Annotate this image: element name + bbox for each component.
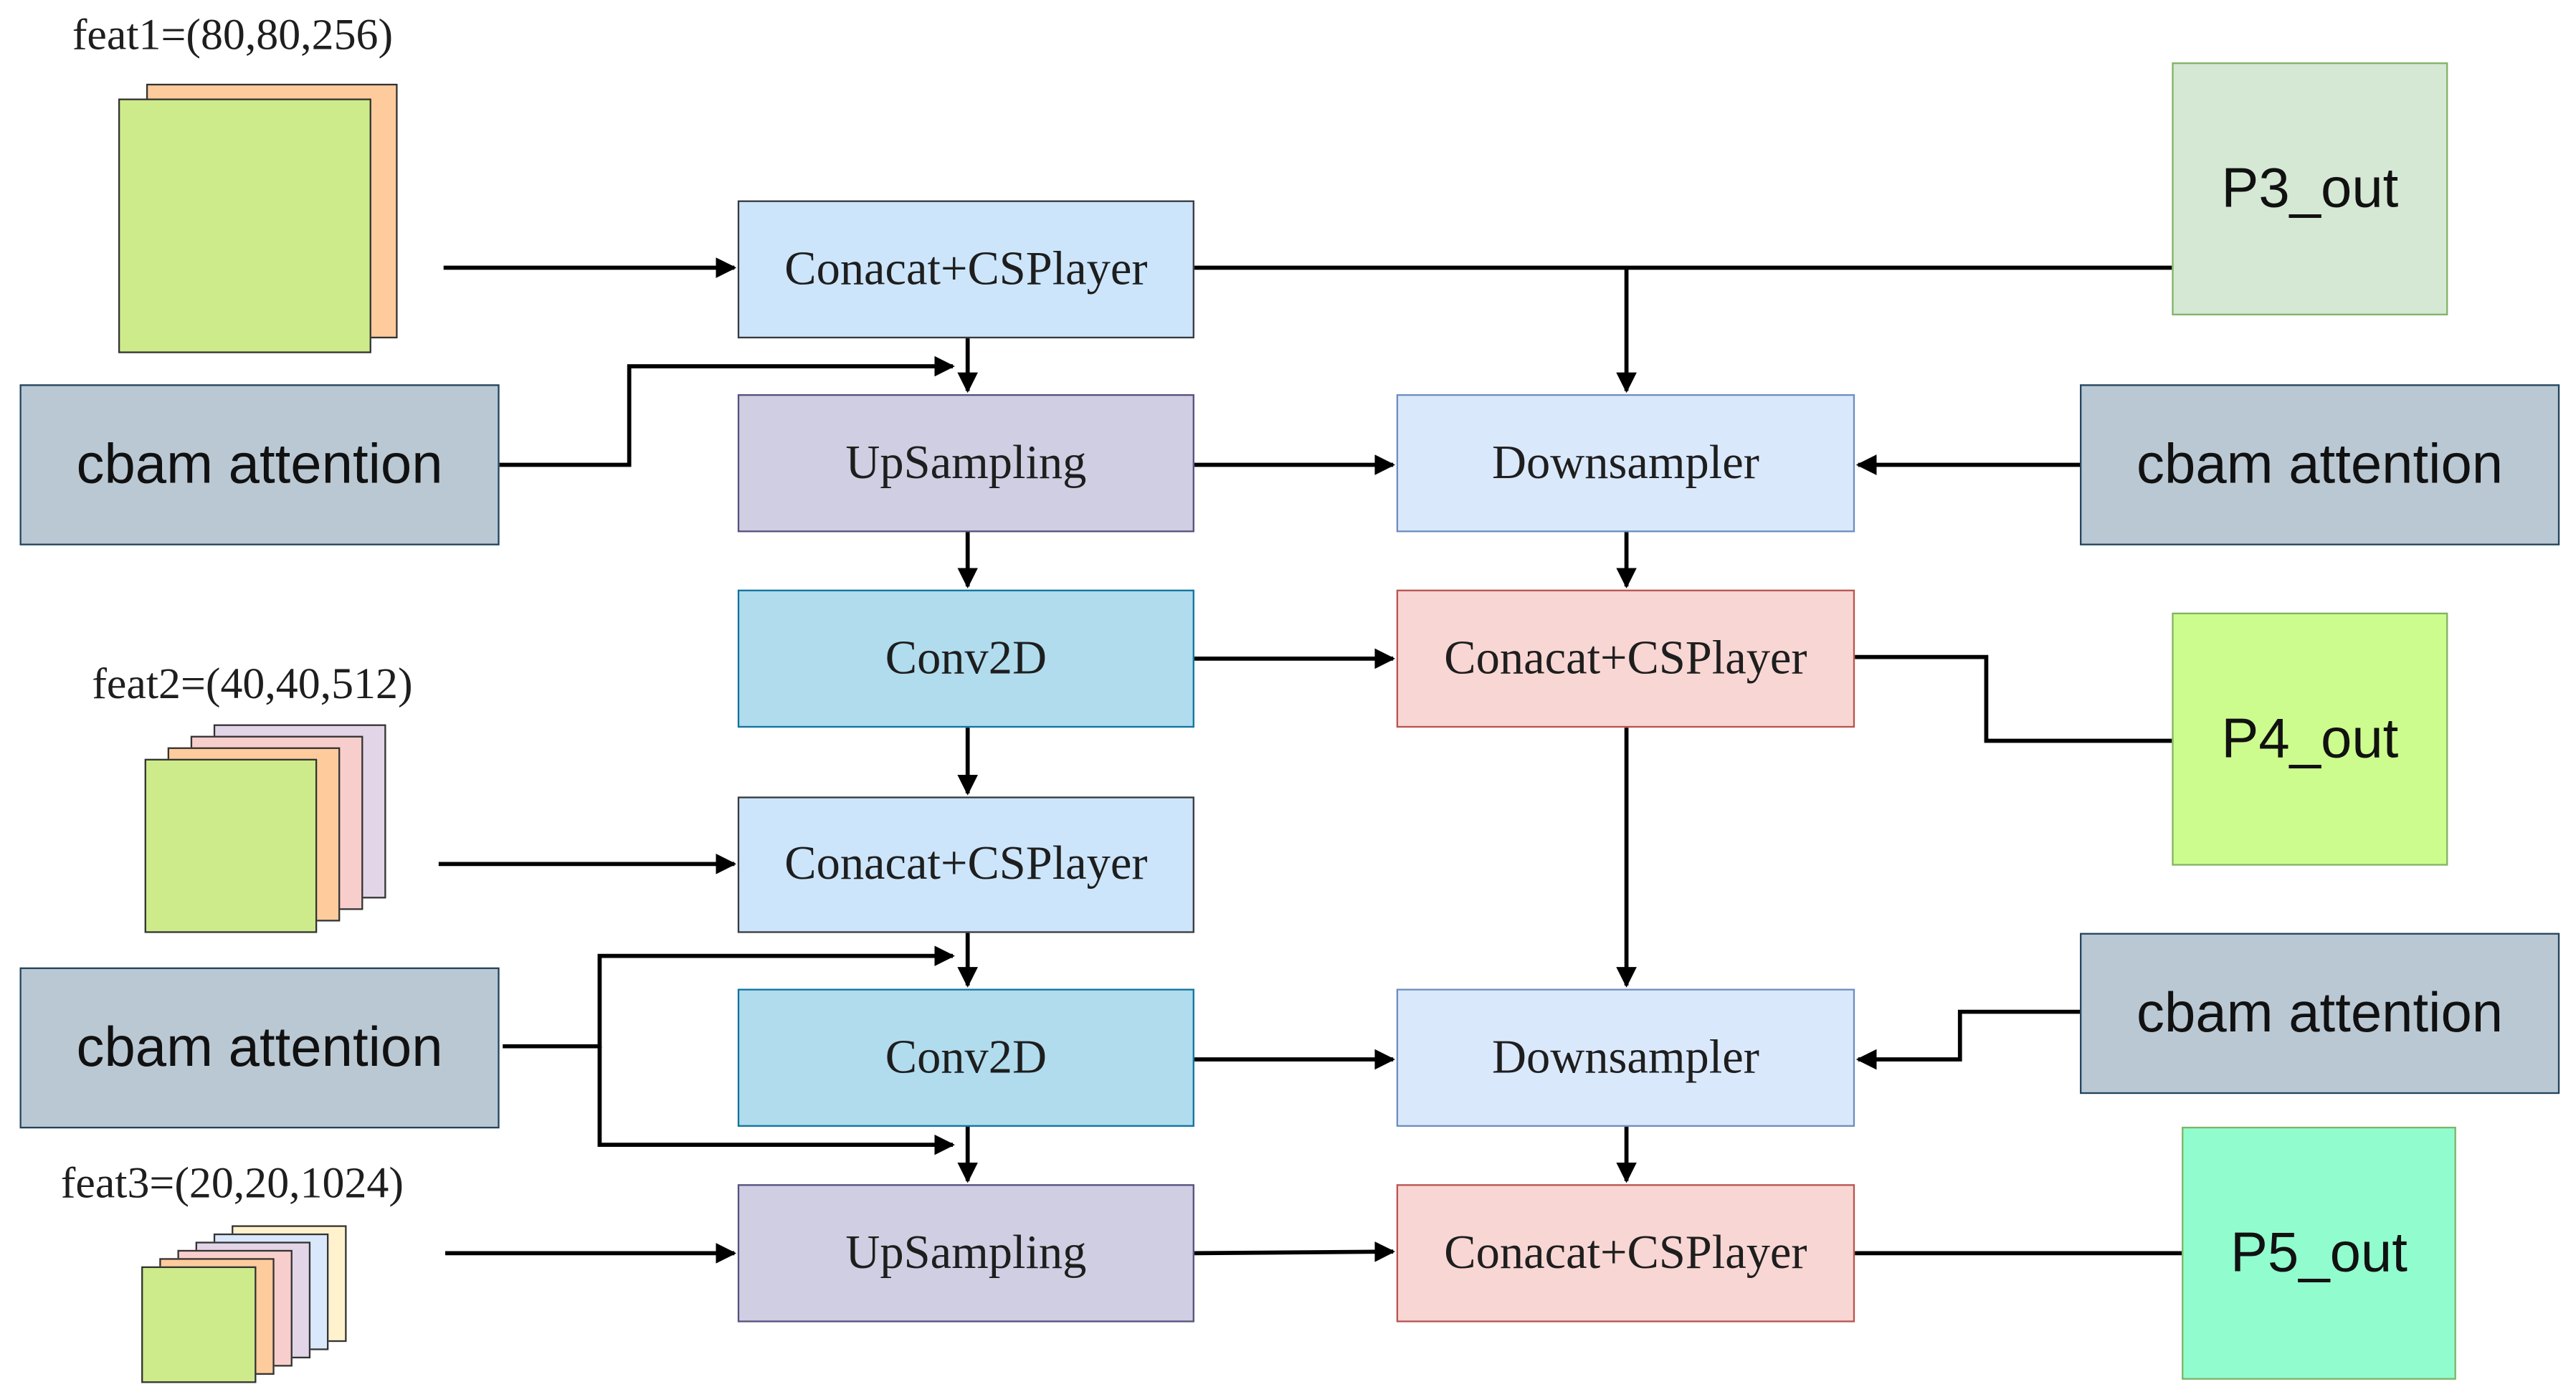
p3-output: P3_out <box>2172 62 2448 315</box>
p4-output: P4_out <box>2172 612 2448 866</box>
concat-cspl-block-right-mid: Conacat+CSPlayer <box>1396 589 1855 728</box>
arrow-upsampling-to-concat-bottom <box>1194 1241 1396 1262</box>
concat-cspl-block-top: Conacat+CSPlayer <box>737 200 1194 339</box>
concat-cspl-block-mid: Conacat+CSPlayer <box>737 796 1194 933</box>
feat3-feature-map-icon <box>141 1225 350 1383</box>
feature-sheet <box>118 98 371 353</box>
line-concat-to-p4 <box>1855 654 2172 743</box>
feat2-feature-map-icon <box>144 724 391 937</box>
feat1-feature-map-icon <box>118 83 401 355</box>
arrow-cbam-left-bottom-lower <box>597 1046 955 1155</box>
cbam-attention-right-bottom: cbam attention <box>2080 933 2560 1095</box>
downsampler-block-top: Downsampler <box>1396 394 1855 533</box>
concat-cspl-block-right-bottom: Conacat+CSPlayer <box>1396 1184 1855 1322</box>
cbam-attention-right-top: cbam attention <box>2080 384 2560 545</box>
conv2d-block-mid: Conv2D <box>737 988 1194 1127</box>
feat1-label: feat1=(80,80,256) <box>72 9 394 59</box>
arrow-cbam-right-bottom <box>1855 1009 2081 1070</box>
feat3-label: feat3=(20,20,1024) <box>60 1158 404 1208</box>
downsampler-block-bottom: Downsampler <box>1396 988 1855 1127</box>
feature-sheet <box>141 1266 257 1383</box>
feature-sheet <box>144 758 318 933</box>
cbam-attention-left-top: cbam attention <box>19 384 500 545</box>
arrow-cbam-left-top <box>499 356 955 467</box>
upsampling-block-bottom: UpSampling <box>737 1184 1194 1322</box>
p5-output: P5_out <box>2182 1126 2456 1380</box>
cbam-attention-left-bottom: cbam attention <box>19 967 500 1129</box>
upsampling-block-top: UpSampling <box>737 394 1194 533</box>
feat2-label: feat2=(40,40,512) <box>92 658 413 708</box>
conv2d-block-top: Conv2D <box>737 589 1194 728</box>
arrow-cbam-left-bottom-upper <box>503 945 955 1049</box>
